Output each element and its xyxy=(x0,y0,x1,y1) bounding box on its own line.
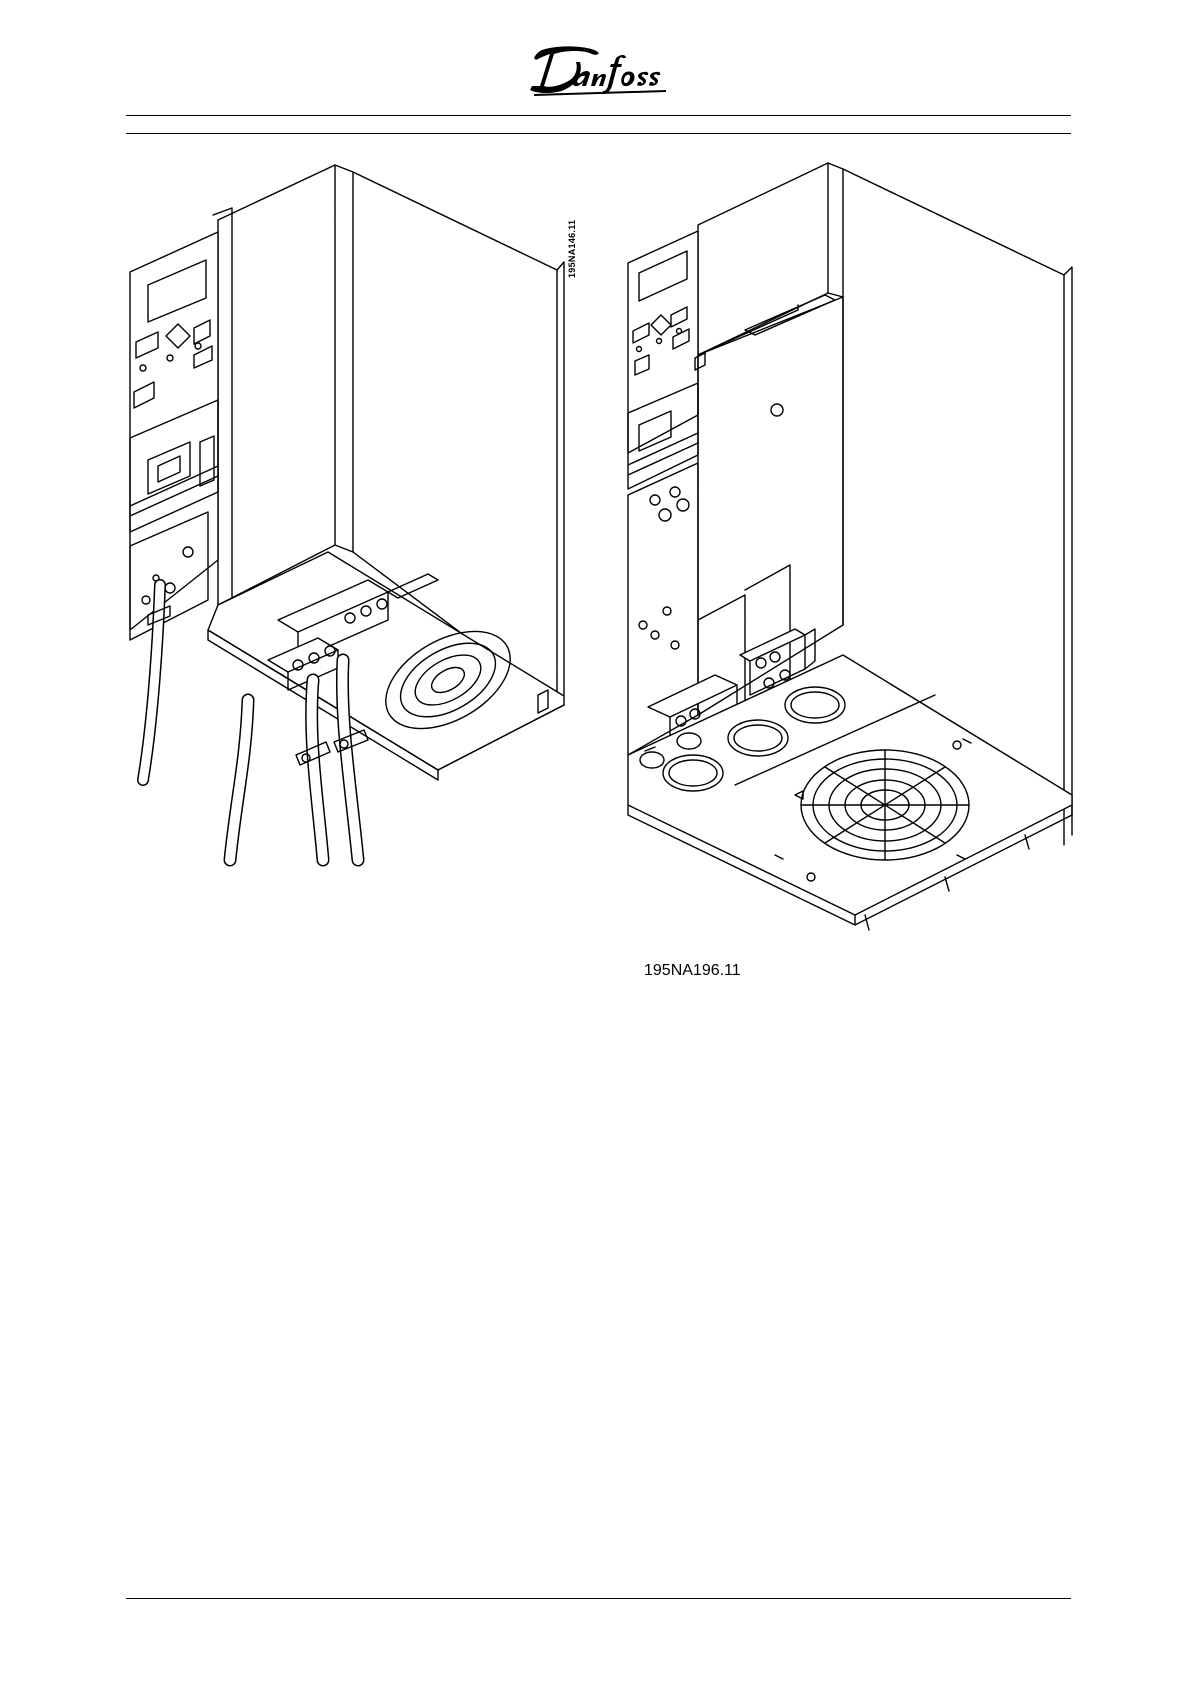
header-rule-top xyxy=(126,115,1071,116)
figure-code-left: 195NA146.11 xyxy=(567,220,577,278)
drive-open-bottom-illustration xyxy=(615,155,1085,995)
footer-rule xyxy=(126,1598,1071,1599)
drive-with-cables-illustration xyxy=(118,160,598,880)
figure-code-right: 195NA196.11 xyxy=(644,962,741,980)
danfoss-logo xyxy=(520,40,670,98)
header-rule-bottom xyxy=(126,133,1071,134)
